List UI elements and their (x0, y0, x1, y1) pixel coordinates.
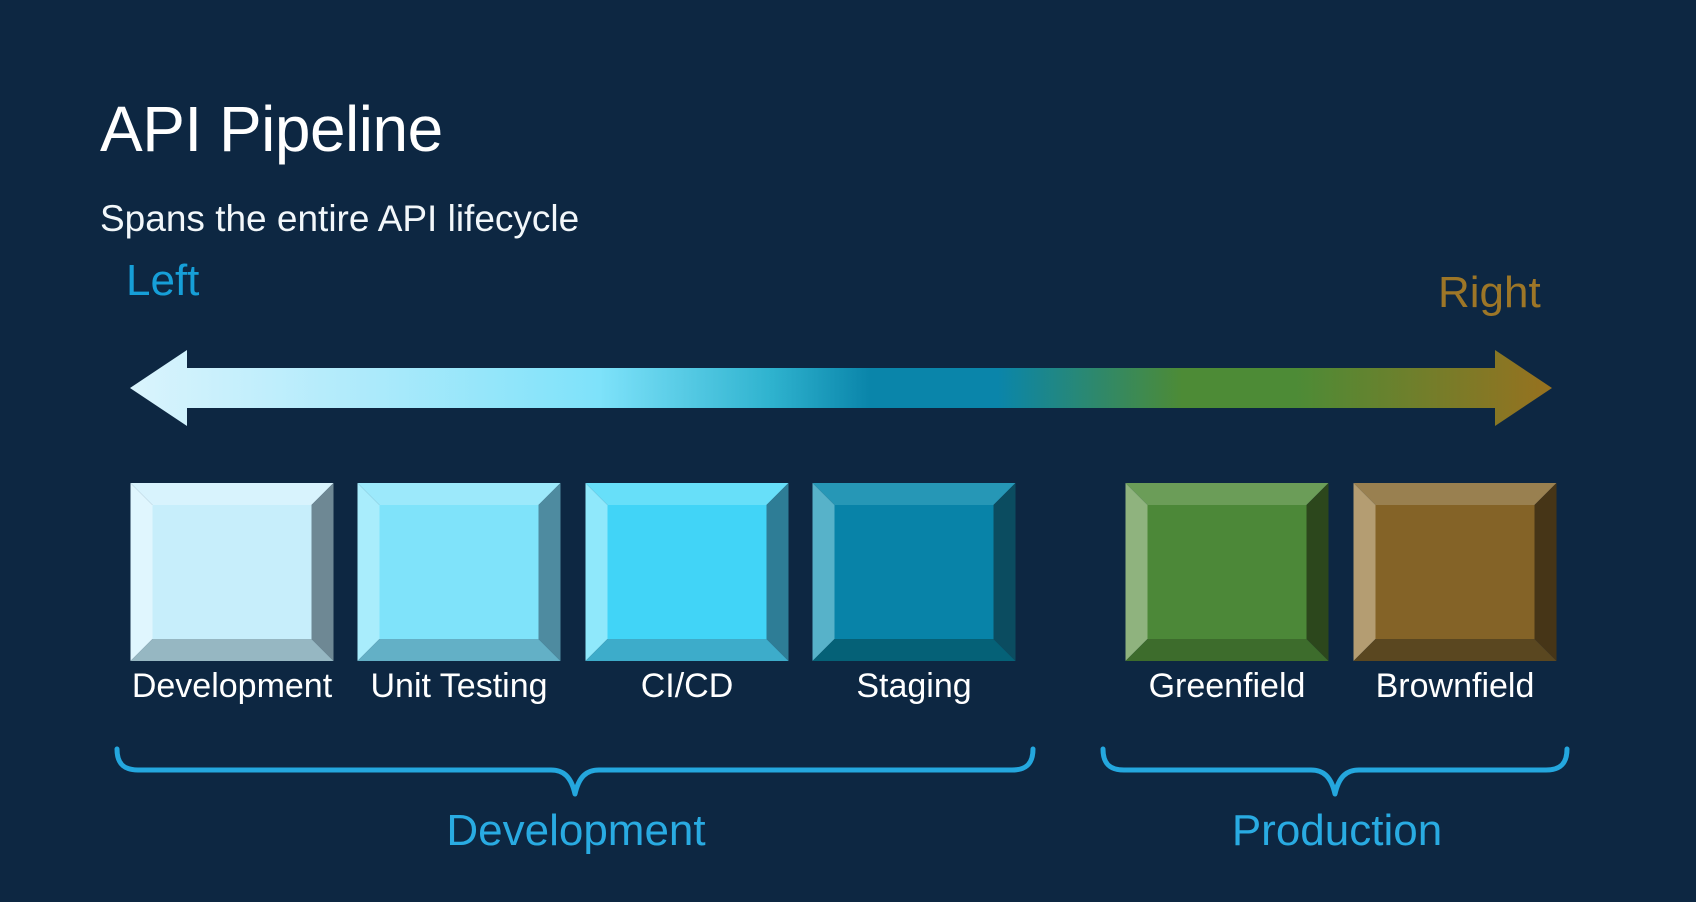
stage-cube (1353, 483, 1557, 661)
stage-cube (357, 483, 561, 661)
stage-unit-testing: Unit Testing (357, 483, 561, 723)
double-arrow-shape (130, 350, 1552, 426)
stage-cicd: CI/CD (585, 483, 789, 723)
cube-left-bevel (130, 483, 153, 661)
stage-label: Development (131, 667, 333, 705)
cube-left-bevel (585, 483, 608, 661)
stage-brownfield: Brownfield (1353, 483, 1557, 723)
stage-label: CI/CD (640, 667, 734, 705)
cube-face (1375, 505, 1535, 639)
cube-right-bevel (766, 483, 789, 661)
stage-label: Unit Testing (370, 667, 548, 705)
cube-right-bevel (1306, 483, 1329, 661)
stage-cube (1125, 483, 1329, 661)
cube-right-bevel (538, 483, 561, 661)
cube-left-bevel (357, 483, 380, 661)
cube-right-bevel (993, 483, 1016, 661)
cube-face (379, 505, 539, 639)
cube-top-bevel (812, 483, 1016, 505)
production-brace (1100, 746, 1570, 797)
cube-face (834, 505, 994, 639)
stage-development: Development (130, 483, 334, 723)
right-endpoint-label: Right (1438, 268, 1541, 317)
development-brace (114, 746, 1036, 797)
slide-subtitle: Spans the entire API lifecycle (100, 198, 580, 239)
left-endpoint-label: Left (126, 256, 200, 305)
cube-bottom-bevel (357, 639, 561, 661)
stage-cube (812, 483, 1016, 661)
cube-face (1147, 505, 1307, 639)
slide-title: API Pipeline (100, 93, 443, 165)
cube-left-bevel (812, 483, 835, 661)
stage-cube (585, 483, 789, 661)
cube-bottom-bevel (1125, 639, 1329, 661)
group-label-production: Production (1231, 806, 1443, 855)
stage-label: Brownfield (1375, 667, 1535, 705)
cube-top-bevel (585, 483, 789, 505)
cube-bottom-bevel (585, 639, 789, 661)
group-label-development: Development (446, 806, 706, 855)
cube-face (607, 505, 767, 639)
stage-greenfield: Greenfield (1125, 483, 1329, 723)
cube-face (152, 505, 312, 639)
cube-top-bevel (357, 483, 561, 505)
stage-label: Greenfield (1148, 667, 1306, 705)
cube-top-bevel (130, 483, 334, 505)
cube-right-bevel (1534, 483, 1557, 661)
cube-right-bevel (311, 483, 334, 661)
cube-bottom-bevel (812, 639, 1016, 661)
cube-top-bevel (1125, 483, 1329, 505)
cube-top-bevel (1353, 483, 1557, 505)
cube-bottom-bevel (1353, 639, 1557, 661)
stage-cube (130, 483, 334, 661)
stage-label: Staging (856, 667, 972, 705)
brace-path (114, 746, 1036, 797)
stage-staging: Staging (812, 483, 1016, 723)
brace-path (1100, 746, 1570, 797)
pipeline-arrow (130, 350, 1552, 426)
cube-bottom-bevel (130, 639, 334, 661)
cube-left-bevel (1125, 483, 1148, 661)
cube-left-bevel (1353, 483, 1376, 661)
